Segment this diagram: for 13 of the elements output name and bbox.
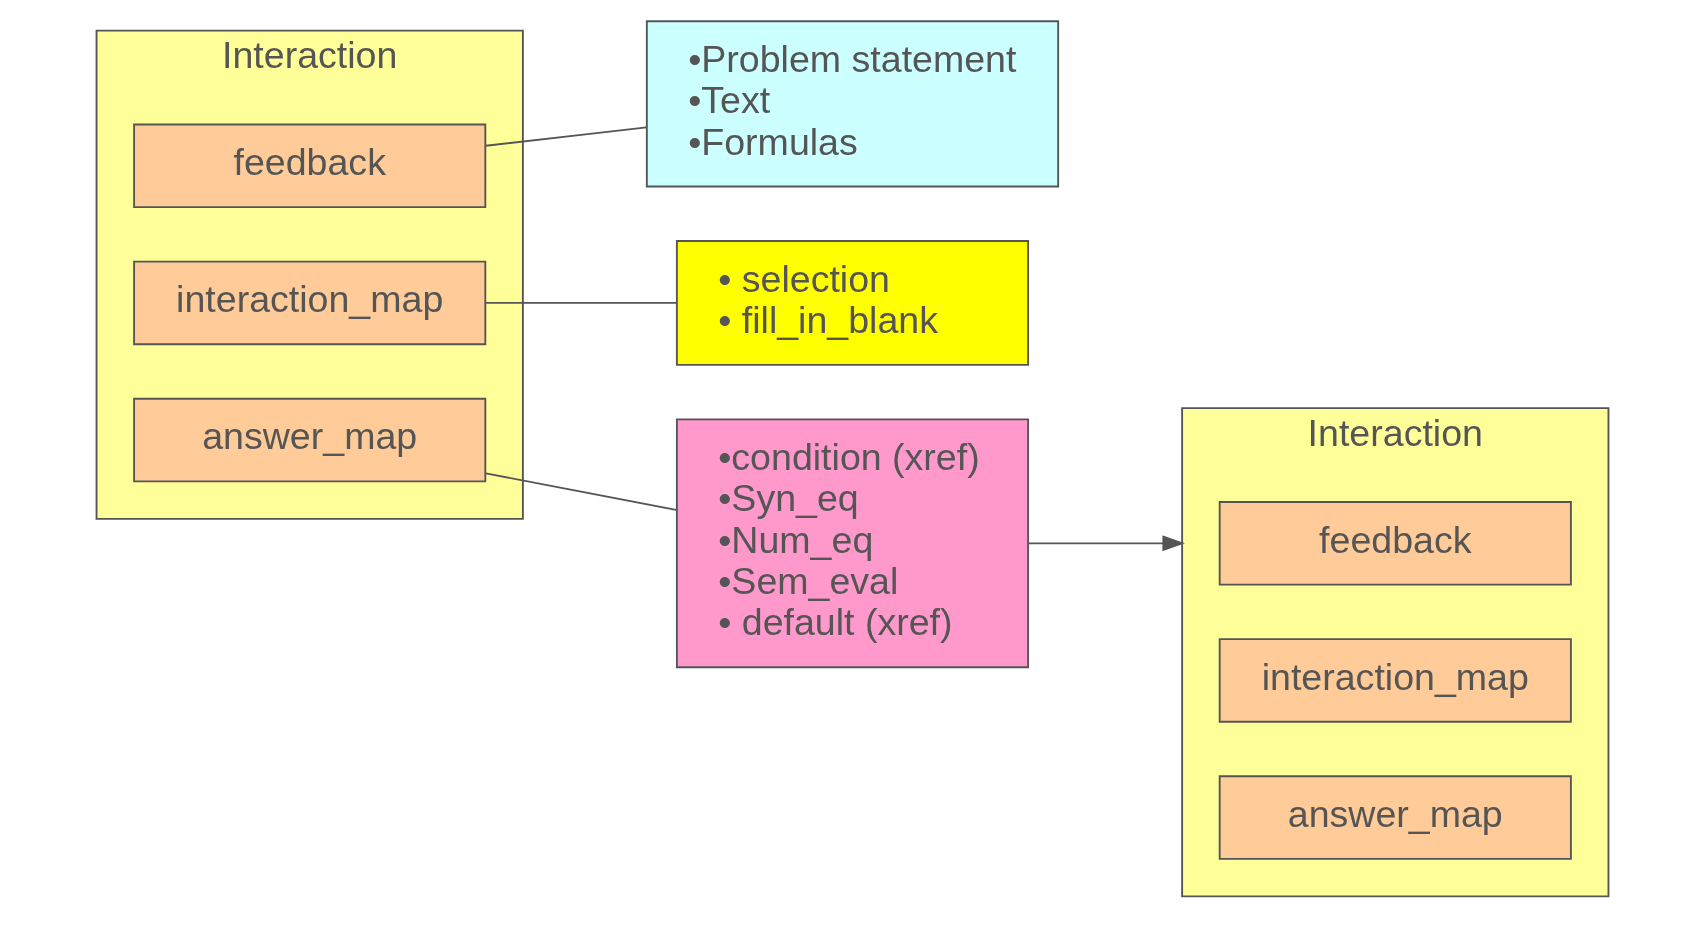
node-box: interaction_map	[132, 260, 486, 346]
connector	[484, 126, 647, 147]
arrow	[1027, 535, 1185, 552]
node-box: feedback	[1218, 501, 1572, 586]
connector	[484, 472, 677, 511]
node-box: •condition (xref) •Syn_eq •Num_eq •Sem_eval • default (xref)	[675, 418, 1029, 669]
node-box: •Problem statement •Text •Formulas	[645, 20, 1059, 188]
node-box: feedback	[132, 123, 486, 209]
node-box: • selection • fill_in_blank	[675, 240, 1029, 366]
node-box: answer_map	[132, 397, 486, 483]
node-box: answer_map	[1218, 775, 1572, 860]
connector	[484, 302, 677, 304]
node-box: interaction_map	[1218, 638, 1572, 723]
